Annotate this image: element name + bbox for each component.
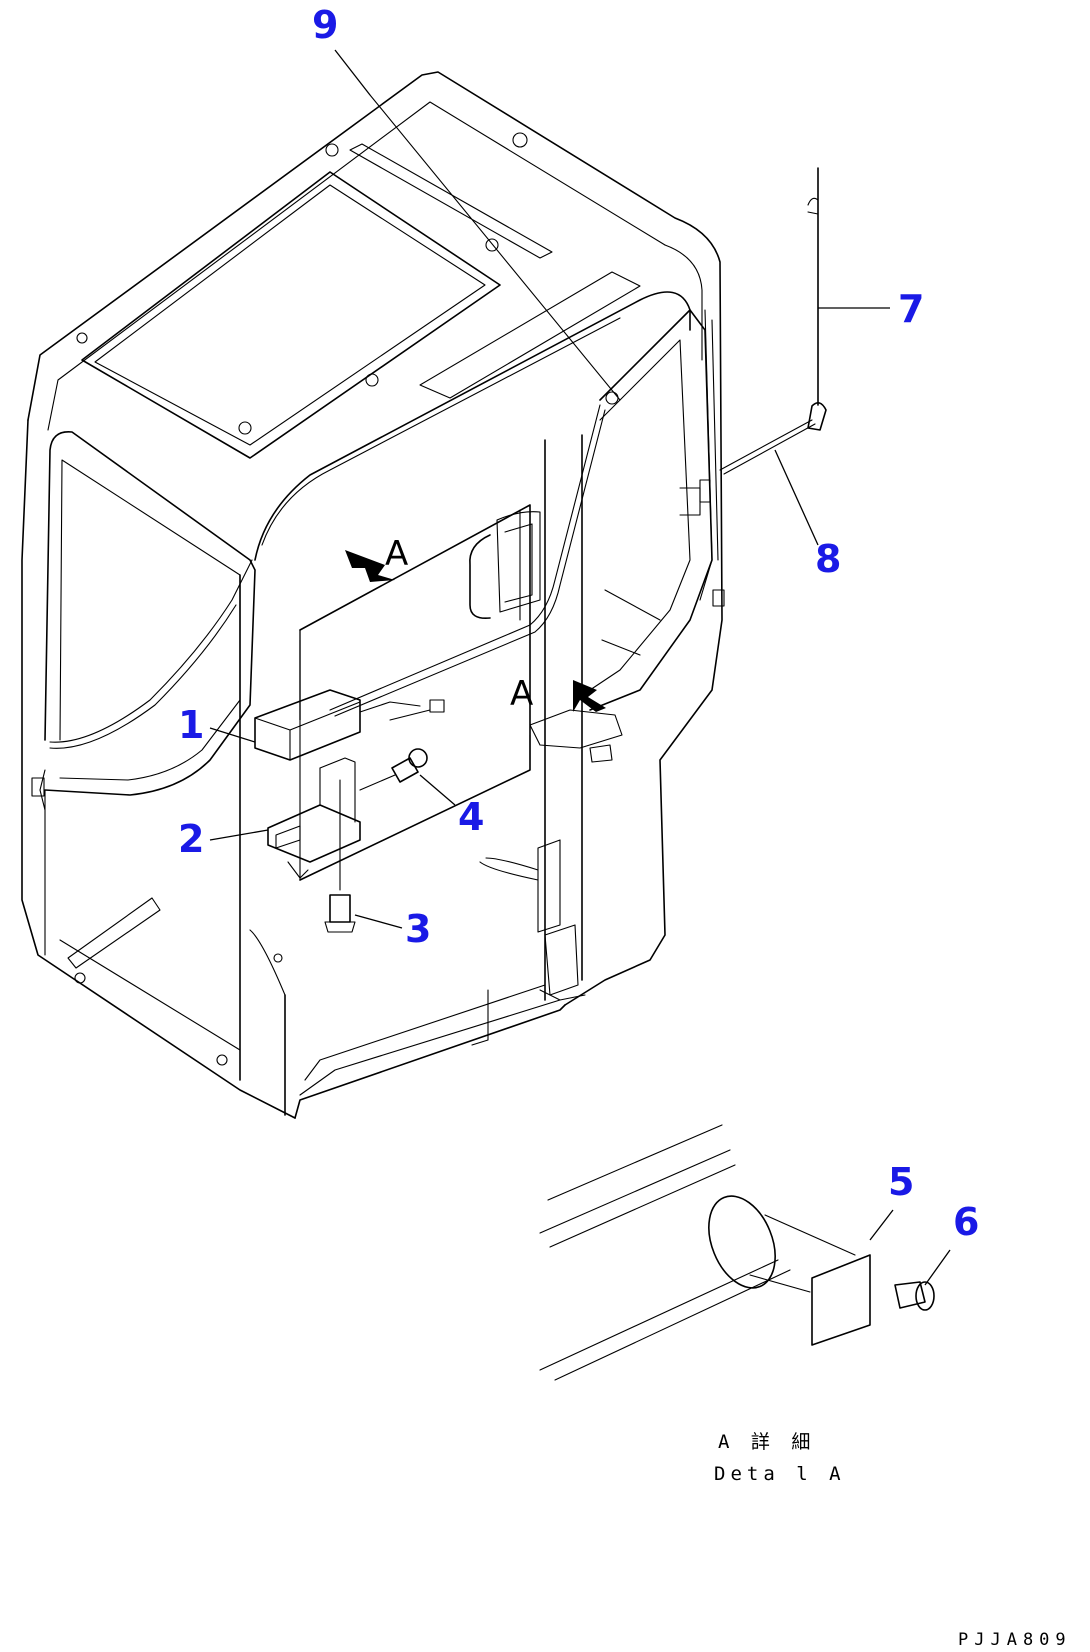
detail-a-view	[539, 1124, 935, 1381]
part-2-bracket	[267, 757, 361, 879]
part-5-cover-plate	[811, 1254, 871, 1346]
callout-4: 4	[458, 795, 484, 839]
part-9-harness	[369, 94, 621, 401]
cab-body	[21, 71, 725, 1119]
view-marker-lower: A	[510, 674, 533, 714]
part-1-control-box	[254, 689, 445, 761]
callout-1: 1	[178, 703, 204, 747]
view-arrows	[345, 550, 606, 712]
callout-7: 7	[898, 287, 924, 331]
detail-caption-local: A 詳 細	[718, 1431, 815, 1453]
part-8-cable	[719, 419, 816, 475]
view-marker-upper: A	[385, 534, 408, 574]
leader-lines	[209, 49, 951, 1286]
callout-6: 6	[953, 1200, 979, 1244]
callout-5: 5	[888, 1160, 914, 1204]
part-7-antenna	[807, 167, 827, 431]
callout-8: 8	[815, 537, 841, 581]
part-6-screw	[894, 1281, 935, 1311]
part-3-bolt	[324, 779, 356, 933]
drawing-code: PJJA809	[958, 1630, 1072, 1650]
callout-9: 9	[312, 3, 338, 47]
callout-2: 2	[178, 817, 204, 861]
detail-caption-english: Deta l A	[714, 1463, 846, 1485]
part-4-bolt	[359, 748, 428, 791]
callout-3: 3	[405, 907, 431, 951]
